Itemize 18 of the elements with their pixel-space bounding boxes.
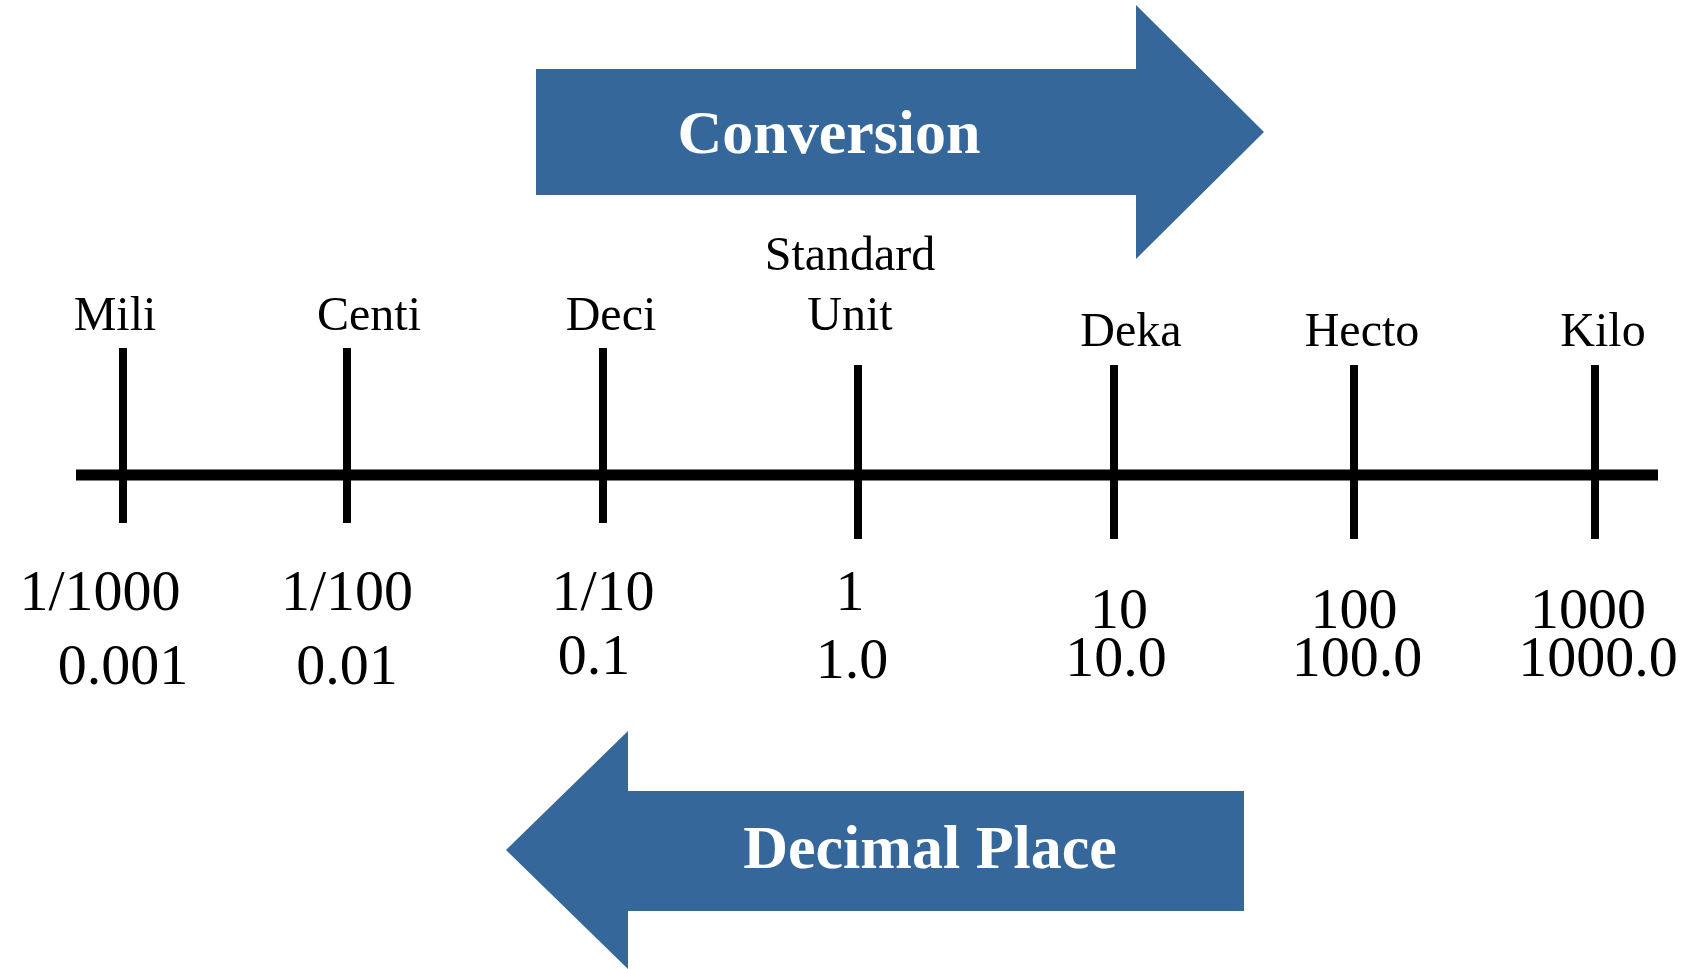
arrow-label: Conversion	[677, 101, 981, 163]
block-arrow	[506, 731, 1244, 969]
fraction-label: 1	[835, 562, 865, 620]
decimal-label: 0.01	[296, 636, 398, 694]
decimal-label: 1.0	[815, 630, 889, 688]
prefix-label: Kilo	[1560, 306, 1646, 354]
prefix-label: Deka	[1080, 306, 1182, 354]
arrow-label: Decimal Place	[743, 816, 1117, 878]
prefix-label: Hecto	[1304, 306, 1420, 354]
decimal-label: 0.001	[57, 636, 189, 694]
fraction-label: 1/100	[280, 562, 414, 620]
fraction-label: 1/1000	[19, 562, 181, 620]
prefix-label: Deci	[565, 290, 657, 338]
prefix-label: Standard Unit	[763, 226, 937, 342]
fraction-label: 1/10	[551, 562, 655, 620]
decimal-label: 0.1	[557, 626, 631, 684]
prefix-label: Mili	[73, 290, 157, 338]
prefix-label: Centi	[317, 290, 421, 338]
